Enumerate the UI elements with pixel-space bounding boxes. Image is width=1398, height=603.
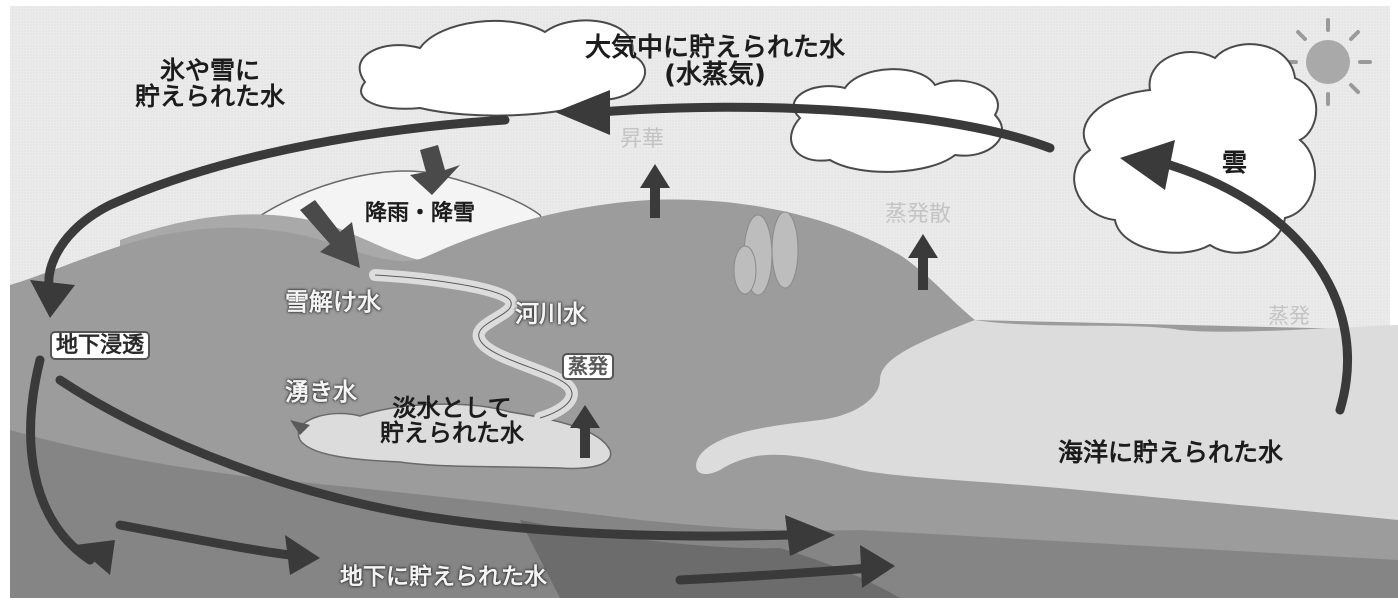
river-water-label: 河川水	[515, 300, 587, 328]
atmosphere-cloud	[358, 19, 646, 117]
underground-label: 地下に貯えられた水	[340, 564, 547, 590]
spring-water-label: 湧き水	[285, 378, 357, 406]
middle-cloud	[790, 68, 1003, 173]
flow-arrow-icon	[44, 115, 510, 305]
evaporation-land-label: 蒸発	[564, 355, 612, 378]
flow-arrow-icon	[55, 375, 795, 541]
cloud-label: 雲	[1222, 148, 1248, 177]
freshwater-label: 淡水として 貯えられた水	[380, 394, 524, 448]
atmosphere-label-line1: 大気中に貯えられた水	[585, 33, 846, 63]
atmosphere-label-line2: (水蒸気)	[664, 60, 766, 91]
evapotranspiration-arrow	[908, 234, 938, 290]
evapotranspiration-label: 蒸発散	[885, 202, 952, 227]
snowmelt-label: 雪解け水	[285, 288, 381, 316]
flow-arrow-icon	[675, 563, 875, 585]
ice-snow-label-line1: 氷や雪に	[160, 56, 261, 85]
evaporation-arrow	[570, 405, 600, 458]
freshwater-lake	[297, 403, 612, 470]
ocean	[696, 320, 1398, 520]
flow-arrow-icon	[26, 355, 95, 565]
tree-icon	[733, 211, 799, 296]
freshwater-label-line2: 貯えられた水	[380, 419, 524, 448]
sublimation-arrow	[640, 164, 670, 218]
flow-arrow-icon	[595, 102, 1055, 153]
ocean-label: 海洋に貯えられた水	[1058, 438, 1284, 467]
sublimation-label: 昇華	[620, 127, 665, 152]
evaporation-sea-label: 蒸発	[1268, 304, 1310, 328]
freshwater-label-line1: 淡水として	[392, 394, 512, 422]
deep-layer	[520, 520, 900, 598]
precipitation-label: 降雨・降雪	[365, 201, 476, 226]
flow-arrow-icon	[115, 520, 295, 560]
ice-snow-label-line2: 貯えられた水	[135, 82, 286, 112]
atmosphere-label: 大気中に貯えられた水 (水蒸気)	[585, 33, 846, 91]
groundwater-infiltration-label: 地下浸透	[52, 333, 149, 359]
flow-arrow-icon	[1165, 160, 1352, 415]
ice-snow-label: 氷や雪に 貯えられた水	[135, 56, 286, 112]
underground-layer	[10, 430, 1398, 598]
